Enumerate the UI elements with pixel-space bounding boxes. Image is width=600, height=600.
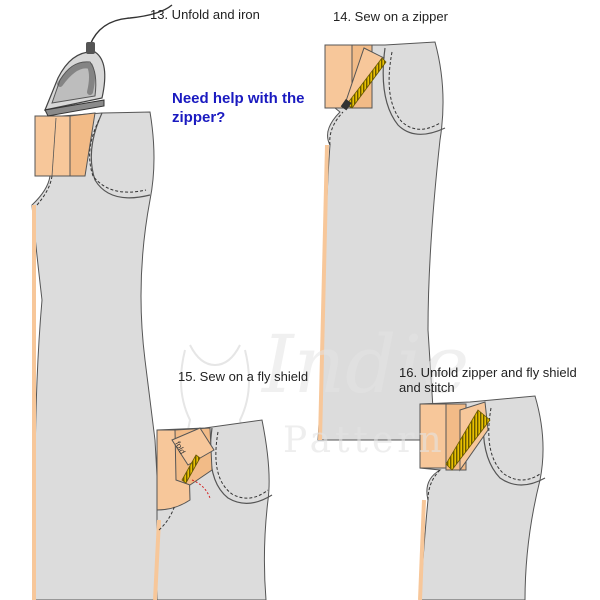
step-13-label: 13. Unfold and iron (150, 7, 260, 22)
garment-step-13 (31, 111, 161, 600)
watermark-indie: Indie (262, 318, 470, 411)
watermark-pattern: Pattern (283, 420, 446, 461)
step-16-label-line1: 16. Unfold zipper and fly shield (399, 365, 577, 380)
garment-step-16 (418, 395, 546, 600)
step-14-label: 14. Sew on a zipper (333, 9, 448, 24)
step-15-label: 15. Sew on a fly shield (178, 369, 309, 384)
zipper-help-link[interactable]: Need help with the zipper? (172, 89, 342, 127)
zipper-help-line2[interactable]: zipper? (172, 109, 226, 126)
iron-icon (44, 4, 173, 117)
step-16-label-line2: and stitch (399, 380, 455, 395)
zipper-help-line1[interactable]: Need help with the (172, 90, 305, 107)
garment-step-15 (153, 419, 273, 600)
garment-step-14 (317, 41, 446, 441)
zipper-icon (340, 57, 387, 111)
